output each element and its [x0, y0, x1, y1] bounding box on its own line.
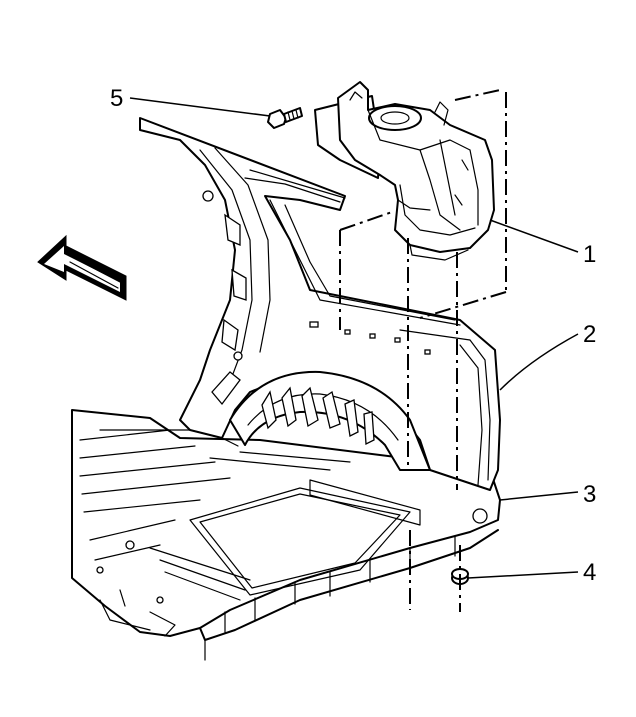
callout-1: 1	[583, 241, 596, 268]
alignment-lines	[339, 89, 507, 612]
bolt	[267, 107, 303, 129]
quarter-inner-panel	[99, 117, 501, 491]
callout-5: 5	[110, 85, 123, 112]
rear-floor-panel	[71, 409, 501, 661]
callout-labels: 5 1 2 3 4	[110, 85, 596, 586]
callout-3: 3	[583, 481, 596, 508]
callout-2: 2	[583, 321, 596, 348]
leader-lines	[129, 97, 579, 579]
callout-4: 4	[583, 559, 596, 586]
bracket-assembly	[314, 81, 495, 261]
forward-arrow-icon	[37, 234, 127, 301]
